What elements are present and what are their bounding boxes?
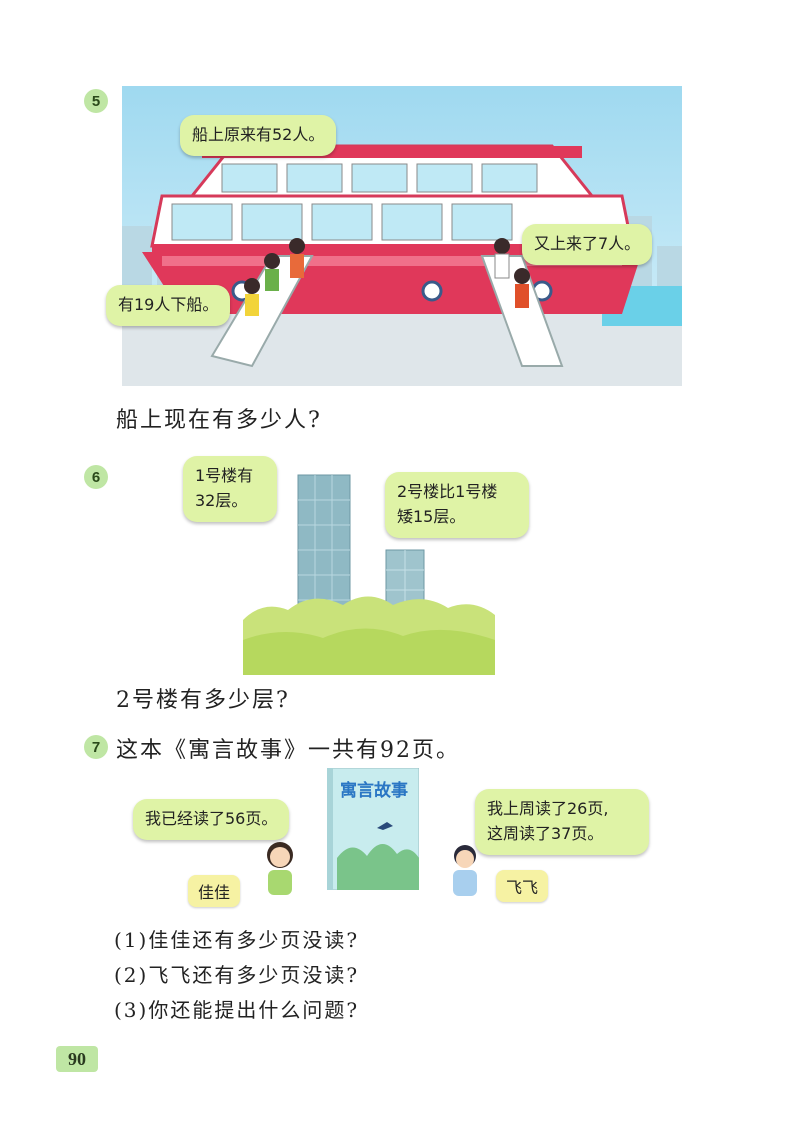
name-tag-feifei: 飞飞 [496, 870, 549, 902]
question-6: 2号楼有多少层? [116, 688, 290, 713]
problem-7-prompt: 这本《寓言故事》一共有92页。 [116, 738, 460, 763]
bird-icon [377, 822, 393, 830]
buildings-scene [243, 474, 495, 675]
railing [152, 244, 632, 252]
bubble-line: 2号楼比1号楼 [397, 482, 498, 501]
problem-number-6: 6 [84, 465, 108, 489]
question-5: 船上现在有多少人? [116, 408, 322, 433]
lower-windows [171, 203, 513, 241]
bubble-line: 32层。 [195, 490, 248, 510]
speech-bubble-original-count: 船上原来有52人。 [180, 115, 337, 156]
book-title: 寓言故事 [340, 781, 408, 801]
bubble-line: 我上周读了26页, [487, 799, 609, 818]
speech-bubble-building-2: 2号楼比1号楼 矮15层。 [385, 472, 529, 538]
speech-bubble-jiajia: 我已经读了56页。 [133, 799, 290, 840]
sub-question-2: (2)飞飞还有多少页没读? [114, 963, 360, 987]
boy-feifei [440, 838, 490, 896]
book-cover-art [326, 767, 420, 891]
bubble-line: 矮15层。 [397, 506, 466, 526]
problem-number-5: 5 [84, 89, 108, 113]
sub-question-1: (1)佳佳还有多少页没读? [114, 928, 360, 952]
speech-bubble-boarded: 又上来了7人。 [522, 224, 653, 265]
girl-jiajia [255, 835, 305, 895]
page-number: 90 [56, 1046, 98, 1072]
upper-windows [221, 163, 538, 193]
bubble-line: 这周读了37页。 [487, 823, 604, 843]
girl-avatar [267, 842, 293, 895]
speech-bubble-building-1: 1号楼有 32层。 [183, 456, 277, 522]
speech-bubble-disembarked: 有19人下船。 [106, 285, 231, 326]
problem-number-7: 7 [84, 735, 108, 759]
speech-bubble-feifei: 我上周读了26页, 这周读了37页。 [475, 789, 649, 855]
name-tag-jiajia: 佳佳 [188, 875, 241, 907]
buildings-illustration [243, 470, 495, 675]
passengers [244, 238, 530, 316]
book-cover: 寓言故事 [326, 767, 420, 891]
sub-question-3: (3)你还能提出什么问题? [114, 998, 360, 1022]
boy-avatar [453, 845, 477, 896]
bubble-line: 1号楼有 [195, 466, 254, 485]
